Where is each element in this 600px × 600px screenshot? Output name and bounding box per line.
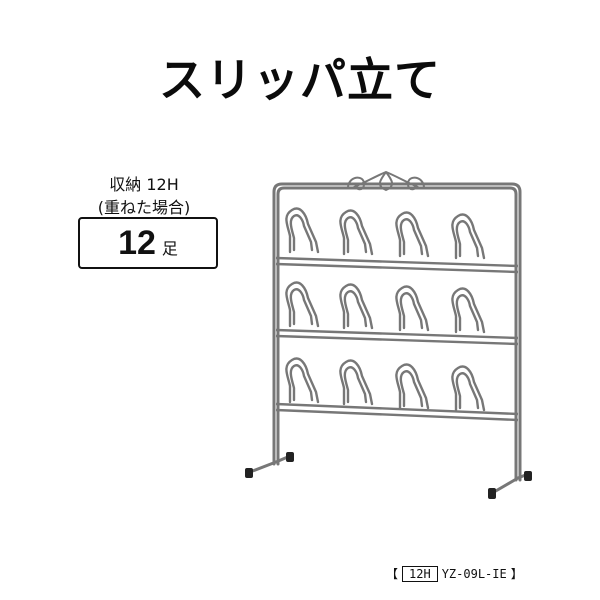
bracket-open: 【 bbox=[386, 567, 399, 581]
slipper-rack-illustration bbox=[245, 170, 532, 499]
capacity-box: 12 足 bbox=[78, 217, 218, 269]
capacity-count: 12 bbox=[118, 223, 156, 262]
storage-label: 収納 12H bbox=[109, 175, 179, 194]
capacity-unit: 足 bbox=[161, 239, 178, 258]
bracket-close: 】 bbox=[510, 567, 523, 581]
model-number: 【 12H YZ-09L-IE 】 bbox=[386, 565, 523, 582]
product-title: スリッパ立て bbox=[159, 53, 441, 107]
product-code: YZ-09L-IE bbox=[441, 566, 507, 581]
frame-left-post bbox=[276, 186, 518, 482]
storage-note: (重ねた場合) bbox=[97, 198, 191, 217]
size-code: 12H bbox=[402, 565, 438, 582]
